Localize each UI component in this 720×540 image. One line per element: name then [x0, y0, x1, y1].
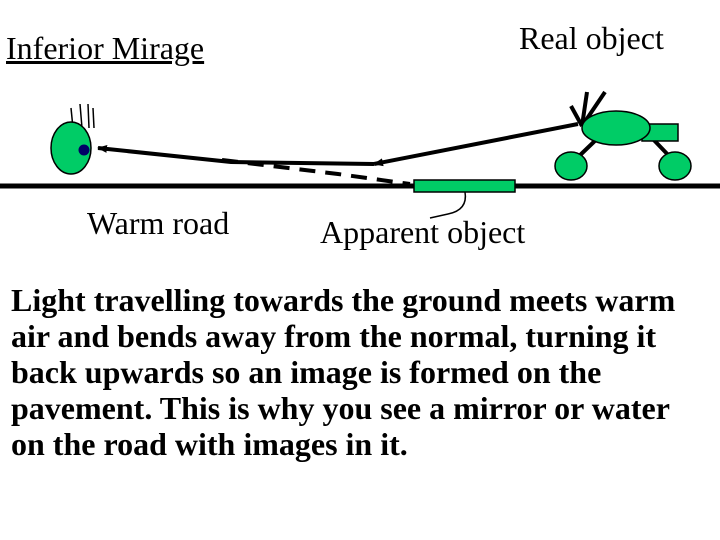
- apparent-image-icon: [414, 180, 515, 218]
- slide-title: Inferior Mirage: [6, 32, 204, 64]
- car-icon: [555, 92, 691, 180]
- observer-eye-icon: [51, 104, 94, 174]
- real-object-label: Real object: [519, 22, 664, 54]
- apparent-object-label: Apparent object: [320, 216, 525, 248]
- explanation-text: Light travelling towards the ground meet…: [11, 282, 711, 462]
- light-ray-incident: [374, 124, 578, 164]
- warm-road-label: Warm road: [87, 207, 229, 239]
